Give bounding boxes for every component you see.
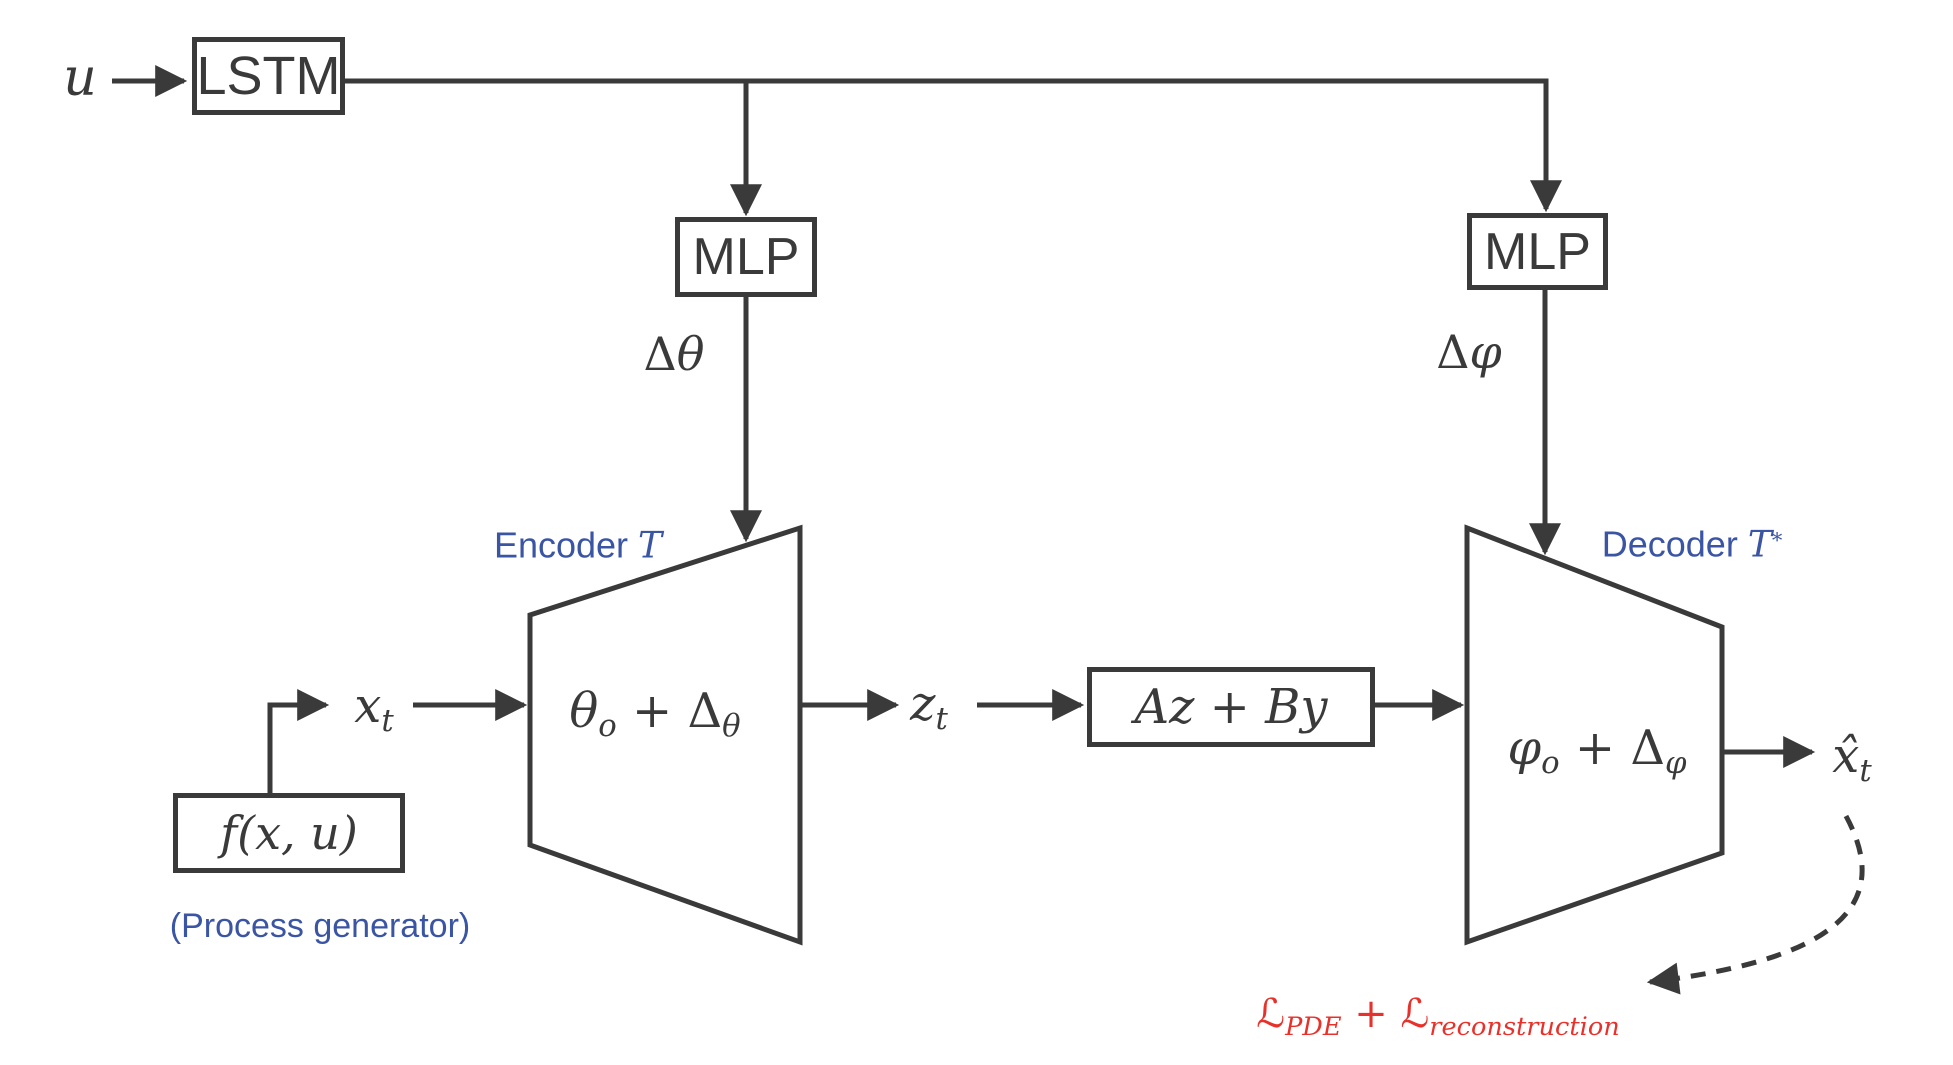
process-generator-caption: (Process generator) — [169, 907, 471, 945]
process-generator-expr: f(x, u) — [220, 806, 358, 860]
zt-label: zt — [910, 676, 948, 738]
delta-phi-label: Δφ — [1436, 325, 1502, 379]
mlp-encoder-label: MLP — [692, 228, 800, 286]
mlp-encoder-box: MLP — [675, 217, 817, 297]
azby-box: Az + By — [1087, 667, 1375, 747]
encoder-trapezoid — [527, 524, 803, 946]
lstm-label: LSTM — [196, 46, 341, 106]
delta-theta-label: Δθ — [643, 327, 705, 381]
encoder-label: Encoder T — [493, 524, 663, 567]
decoder-expr: φo + Δφ — [1507, 720, 1687, 782]
lstm-box: LSTM — [192, 37, 345, 115]
arrow-process-generator-to-xt — [267, 688, 330, 795]
xhat-label: x̂t — [1832, 728, 1872, 790]
u-input-label: u — [63, 48, 97, 108]
mlp-decoder-label: MLP — [1484, 222, 1591, 281]
loss-label: ℒPDE + ℒreconstruction — [1256, 991, 1620, 1042]
process-generator-box: f(x, u) — [173, 793, 405, 873]
decoder-trapezoid — [1464, 524, 1725, 946]
xt-label: xt — [354, 678, 394, 740]
azby-expr: Az + By — [1134, 679, 1328, 735]
decoder-label: Decoder T* — [1601, 523, 1783, 566]
mlp-decoder-box: MLP — [1467, 213, 1608, 290]
dashed-loss-arrow — [1646, 814, 1865, 995]
wire-lstm-to-right-mlp — [345, 78, 1563, 213]
encoder-expr: θo + Δθ — [569, 683, 741, 745]
